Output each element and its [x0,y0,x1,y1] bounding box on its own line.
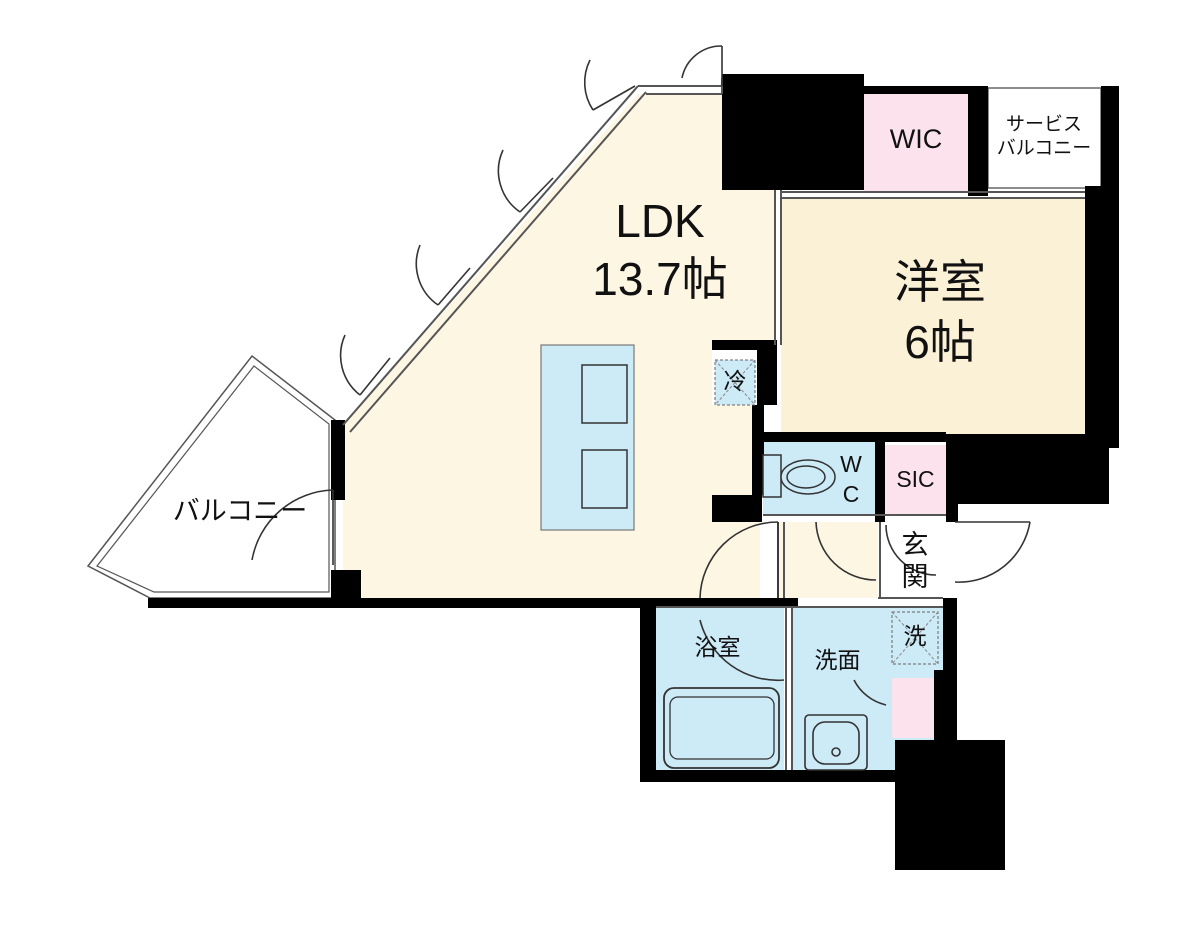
balcony-outline [86,354,336,599]
thin-walls [656,190,1085,770]
ldk-floor [343,78,775,598]
storage-floor [892,678,934,738]
balcony-inner [96,365,330,593]
diagonal-window [342,78,723,433]
door-swings [251,45,1031,706]
washer-space [891,611,939,665]
bathtub [663,687,780,769]
walls [148,74,1119,870]
western-room-floor [781,198,1089,434]
wic-floor [864,92,968,192]
service-balcony-floor [987,87,1102,189]
sic-floor [885,445,946,515]
fridge-space [714,359,756,406]
hallway-floor [778,522,878,598]
toilet [762,454,836,498]
island-kitchen [540,344,635,531]
entrance-floor [880,522,946,598]
washbasin [804,714,868,771]
